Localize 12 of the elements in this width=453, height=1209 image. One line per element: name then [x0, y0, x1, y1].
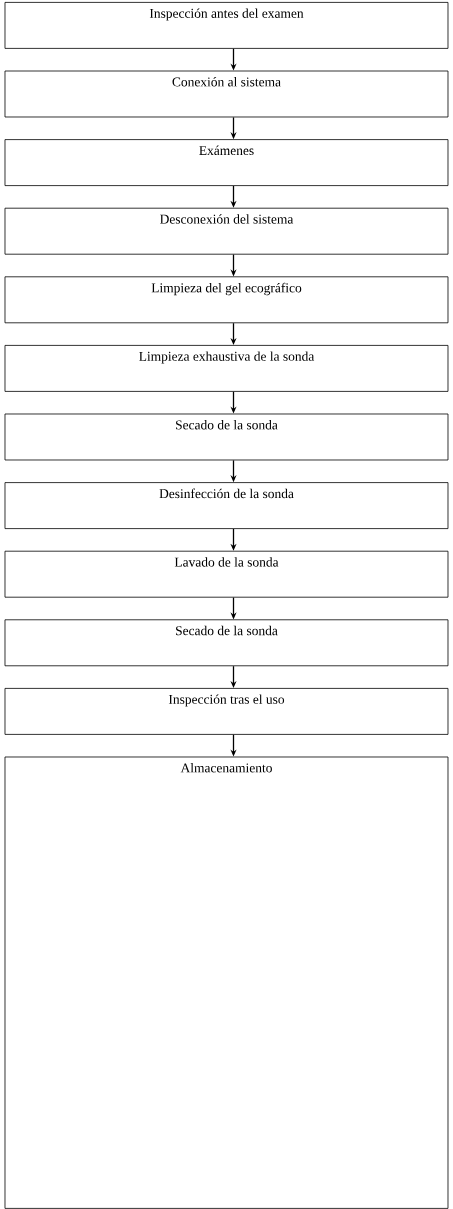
process-box: Secado de la sonda — [4, 413, 449, 461]
process-box: Almacenamiento — [4, 756, 449, 1209]
process-box: Desinfección de la sonda — [4, 482, 449, 529]
process-box: Limpieza del gel ecográfico — [4, 276, 449, 324]
process-box: Secado de la sonda — [4, 619, 449, 667]
process-box: Conexión al sistema — [4, 70, 449, 118]
process-box: Inspección antes del examen — [4, 2, 449, 49]
process-box: Limpieza exhaustiva de la sonda — [4, 345, 449, 392]
process-box: Lavado de la sonda — [4, 550, 449, 598]
process-box: Inspección tras el uso — [4, 688, 449, 735]
process-box: Desconexión del sistema — [4, 207, 449, 255]
process-box: Exámenes — [4, 139, 449, 186]
